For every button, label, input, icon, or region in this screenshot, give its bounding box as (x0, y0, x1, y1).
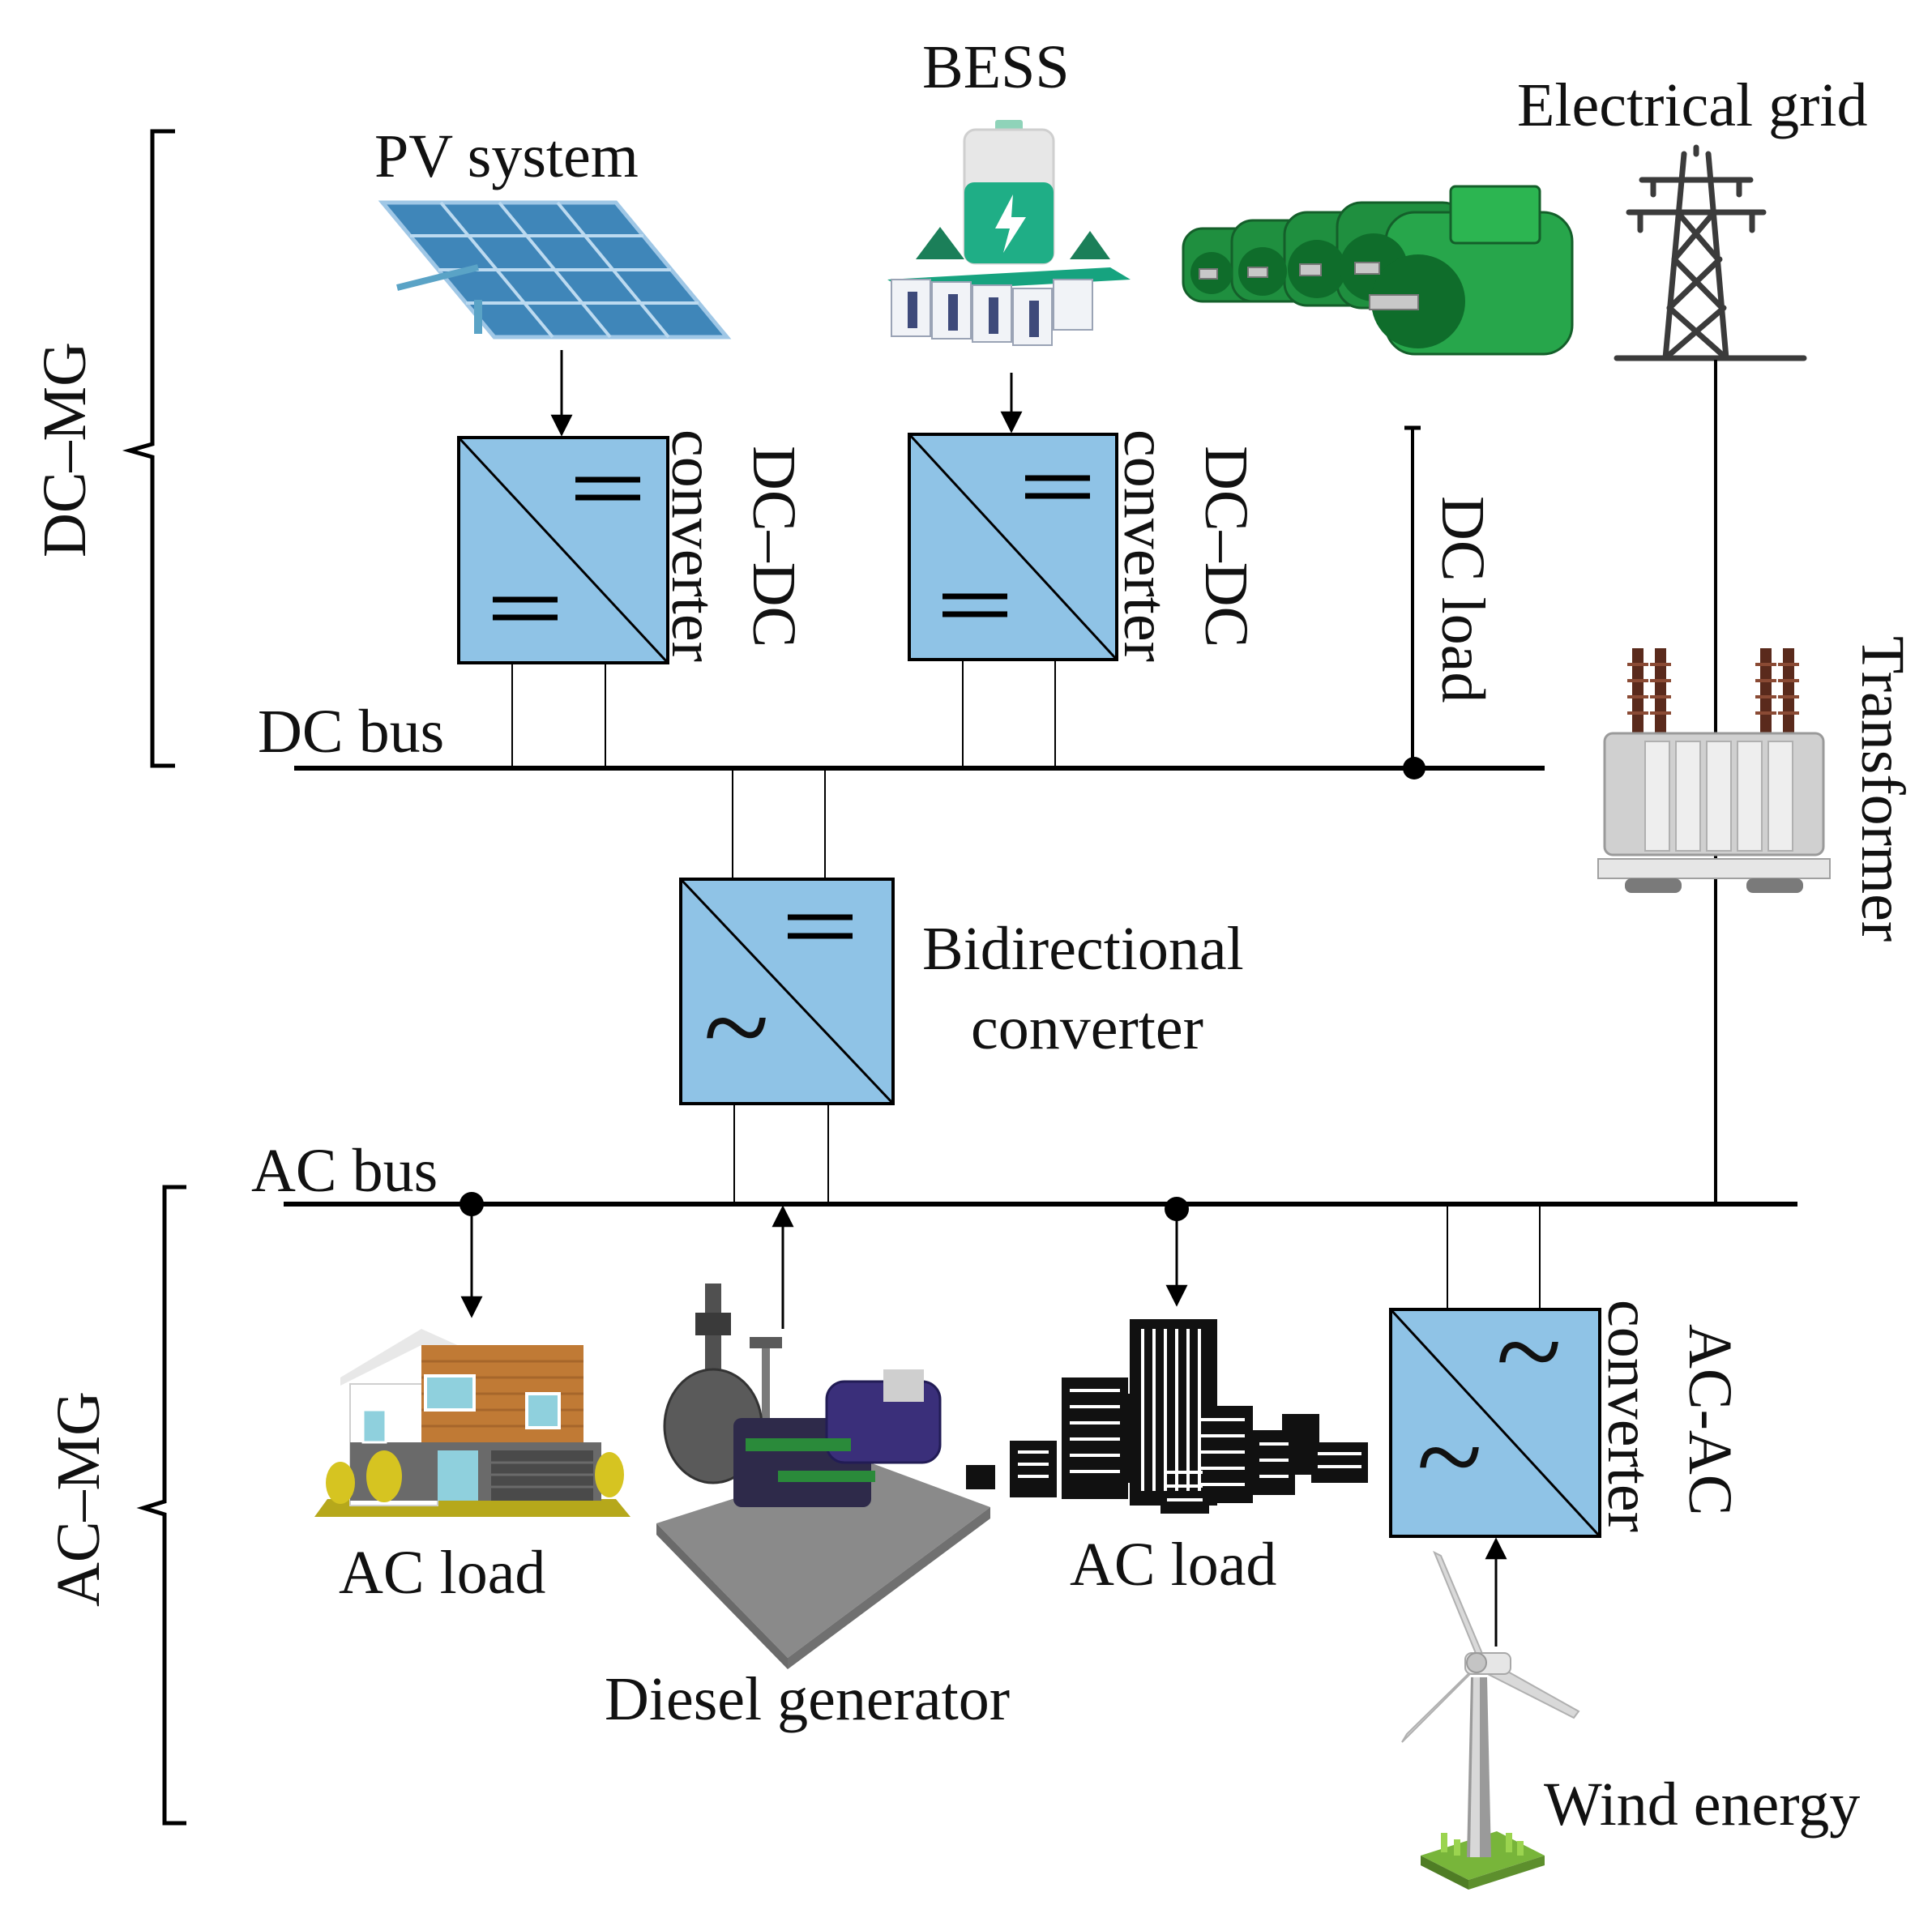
bess-label: BESS (922, 33, 1070, 101)
converter-2-line-1: DC–DC (1192, 446, 1260, 647)
bidirectional-converter: ~ (679, 768, 895, 1204)
ac-ac-line-1: AC-AC (1676, 1324, 1744, 1515)
pv-system-label: PV system (374, 122, 639, 190)
dc-dc-converter-1-label: DC–DC converter (659, 429, 808, 662)
dc-load-node (1403, 757, 1425, 780)
dc-dc-converter-2-label: DC–DC converter (1111, 429, 1260, 662)
transformer-label: Transformer (1849, 636, 1917, 942)
wind-energy-label: Wind energy (1544, 1770, 1860, 1839)
bidirectional-converter-label-line-1: Bidirectional (922, 915, 1244, 983)
dc-bus-label: DC bus (258, 698, 444, 766)
ac-symbol-bottom: ~ (1417, 1390, 1482, 1524)
dc-load-label: DC load (1429, 496, 1497, 703)
ac-bus-label: AC bus (251, 1137, 438, 1205)
ac-symbol: ~ (703, 960, 769, 1095)
battery-storage-icon (887, 120, 1131, 346)
dc-dc-converter-1 (457, 436, 669, 768)
dc-mg-label: DC–MG (31, 342, 99, 557)
transmission-tower-icon (1614, 144, 1807, 361)
ac-ac-converter-label: AC-AC converter (1595, 1300, 1744, 1532)
ac-ac-line-2: converter (1595, 1300, 1663, 1532)
diesel-generator-label: Diesel generator (605, 1665, 1010, 1733)
ac-load-city-label: AC load (1070, 1531, 1276, 1599)
ac-symbol-top: ~ (1496, 1284, 1562, 1419)
diesel-generator-icon (656, 1284, 990, 1669)
ac-mg-bracket (136, 1185, 186, 1826)
city-load-node (1165, 1197, 1189, 1221)
dc-mg-bracket (122, 129, 175, 768)
dc-dc-converter-2 (908, 433, 1118, 768)
city-buildings-icon (966, 1319, 1368, 1514)
ac-ac-converter: ~ ~ (1389, 1204, 1601, 1538)
solar-panel-icon (378, 200, 732, 340)
converter-1-line-2: converter (659, 429, 727, 662)
transformer-icon (1597, 648, 1831, 893)
electric-motors-icon (1182, 185, 1574, 356)
ac-load-house-label: AC load (339, 1539, 545, 1607)
wind-turbine-icon (1401, 1550, 1580, 1890)
ac-mg-label: AC–MG (45, 1391, 113, 1607)
converter-1-line-1: DC–DC (740, 446, 808, 647)
converter-2-line-2: converter (1111, 429, 1179, 662)
house-load-node (459, 1192, 484, 1216)
electrical-grid-label: Electrical grid (1517, 71, 1868, 139)
house-icon (314, 1329, 630, 1517)
bidirectional-converter-label-line-2: converter (971, 994, 1203, 1062)
